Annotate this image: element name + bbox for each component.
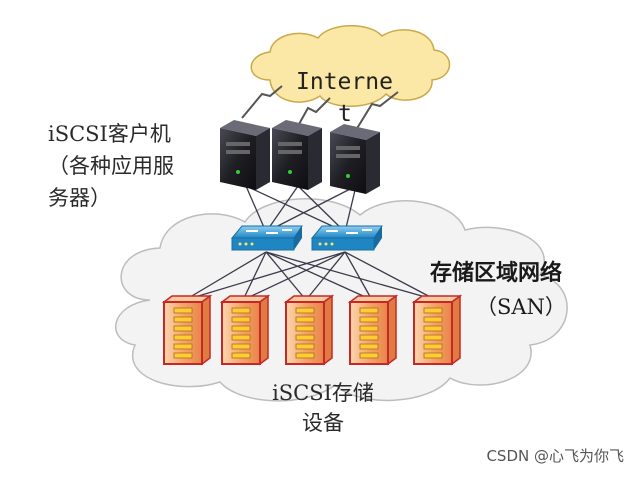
- internet-label-line1: Interne: [296, 69, 393, 95]
- client-label-line1: iSCSI客户机: [48, 122, 171, 146]
- storage-device-1: [161, 294, 213, 366]
- storage-device-2: [219, 294, 271, 366]
- client-label-line3: 务器）: [48, 186, 111, 210]
- server-2: [272, 120, 322, 190]
- san-label-line1: 存储区域网络: [430, 260, 563, 286]
- storage-label: iSCSI存储 设备: [248, 378, 398, 438]
- storage-label-line2: 设备: [302, 411, 344, 435]
- client-label-line2: （各种应用服: [48, 154, 174, 178]
- wan-link-3: [355, 91, 399, 131]
- watermark: CSDN @心飞为你飞: [486, 447, 624, 465]
- server-3: [330, 124, 380, 194]
- storage-device-5: [411, 294, 463, 366]
- storage-device-3: [283, 294, 335, 366]
- wan-link-2: [297, 97, 331, 127]
- wan-link-1: [241, 85, 283, 119]
- internet-cloud: [250, 25, 451, 107]
- switch-2: [310, 225, 383, 251]
- switch-1: [230, 225, 303, 251]
- switch-storage-links: [184, 251, 437, 301]
- storage-devices: [161, 294, 463, 366]
- client-label: iSCSI客户机 （各种应用服 务器）: [48, 118, 238, 214]
- server-switch-links: [245, 185, 357, 233]
- san-label-line2: （SAN）: [476, 295, 566, 319]
- internet-label-line2: t: [338, 101, 352, 127]
- server-1: [220, 120, 270, 190]
- storage-label-line1: iSCSI存储: [272, 381, 374, 405]
- storage-device-4: [347, 294, 399, 366]
